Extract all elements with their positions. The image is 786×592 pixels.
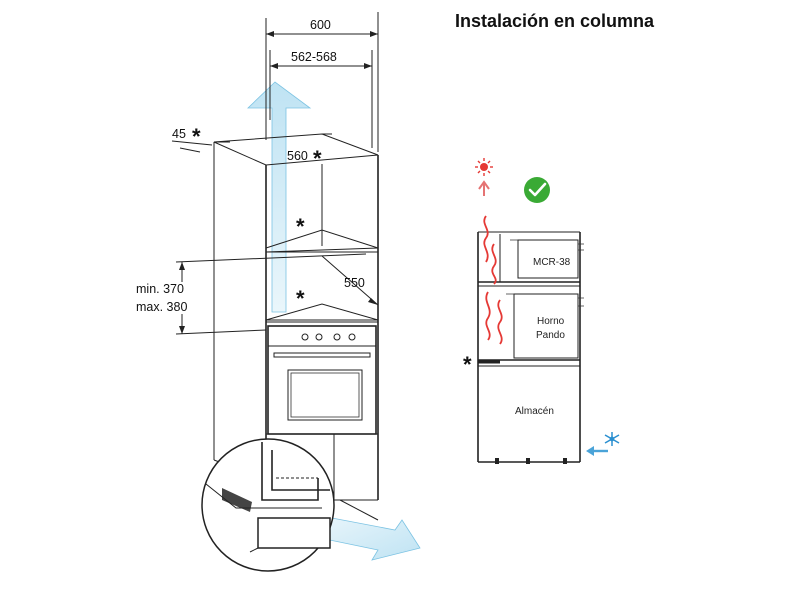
plinth-detail (205, 442, 331, 553)
oven-appliance (267, 325, 377, 435)
dim-560-asterisk: * (313, 146, 322, 171)
lower-shelf-asterisk: * (296, 286, 305, 311)
dim-45-label: 45 (172, 127, 186, 141)
oven-box (513, 293, 579, 359)
hot-air-up-arrow (478, 180, 490, 196)
height-min-label: min. 370 (136, 282, 184, 296)
upper-shelf-asterisk: * (296, 214, 305, 239)
sun-icon (475, 158, 493, 176)
hot-air-flow (483, 215, 503, 345)
height-max-label: max. 380 (136, 300, 187, 314)
dim-562-568-label: 562-568 (291, 50, 337, 64)
diagram-title: Instalación en columna (455, 11, 655, 31)
air-outlet-arrow (247, 81, 312, 313)
snowflake-icon (604, 432, 620, 446)
detail-magnifier (201, 438, 335, 572)
dim-45-asterisk: * (192, 124, 201, 149)
microwave-label: MCR-38 (533, 257, 571, 268)
shelf-asterisk: * (463, 352, 472, 377)
dim-550-label: 550 (344, 276, 365, 290)
airflow-schematic: MCR-38 Horno Pando * Almacén (463, 158, 620, 464)
dim-600-label: 600 (310, 18, 331, 32)
air-inlet-arrow (319, 517, 421, 561)
column-cabinet: 600 562-568 45 * 560 * * * (136, 12, 421, 572)
check-circle-icon (524, 177, 550, 203)
dim-560-label: 560 (287, 149, 308, 163)
storage-label: Almacén (515, 406, 554, 417)
microwave-box (517, 239, 579, 279)
oven-label-line2: Pando (536, 330, 565, 341)
oven-label-line1: Horno (537, 316, 565, 327)
